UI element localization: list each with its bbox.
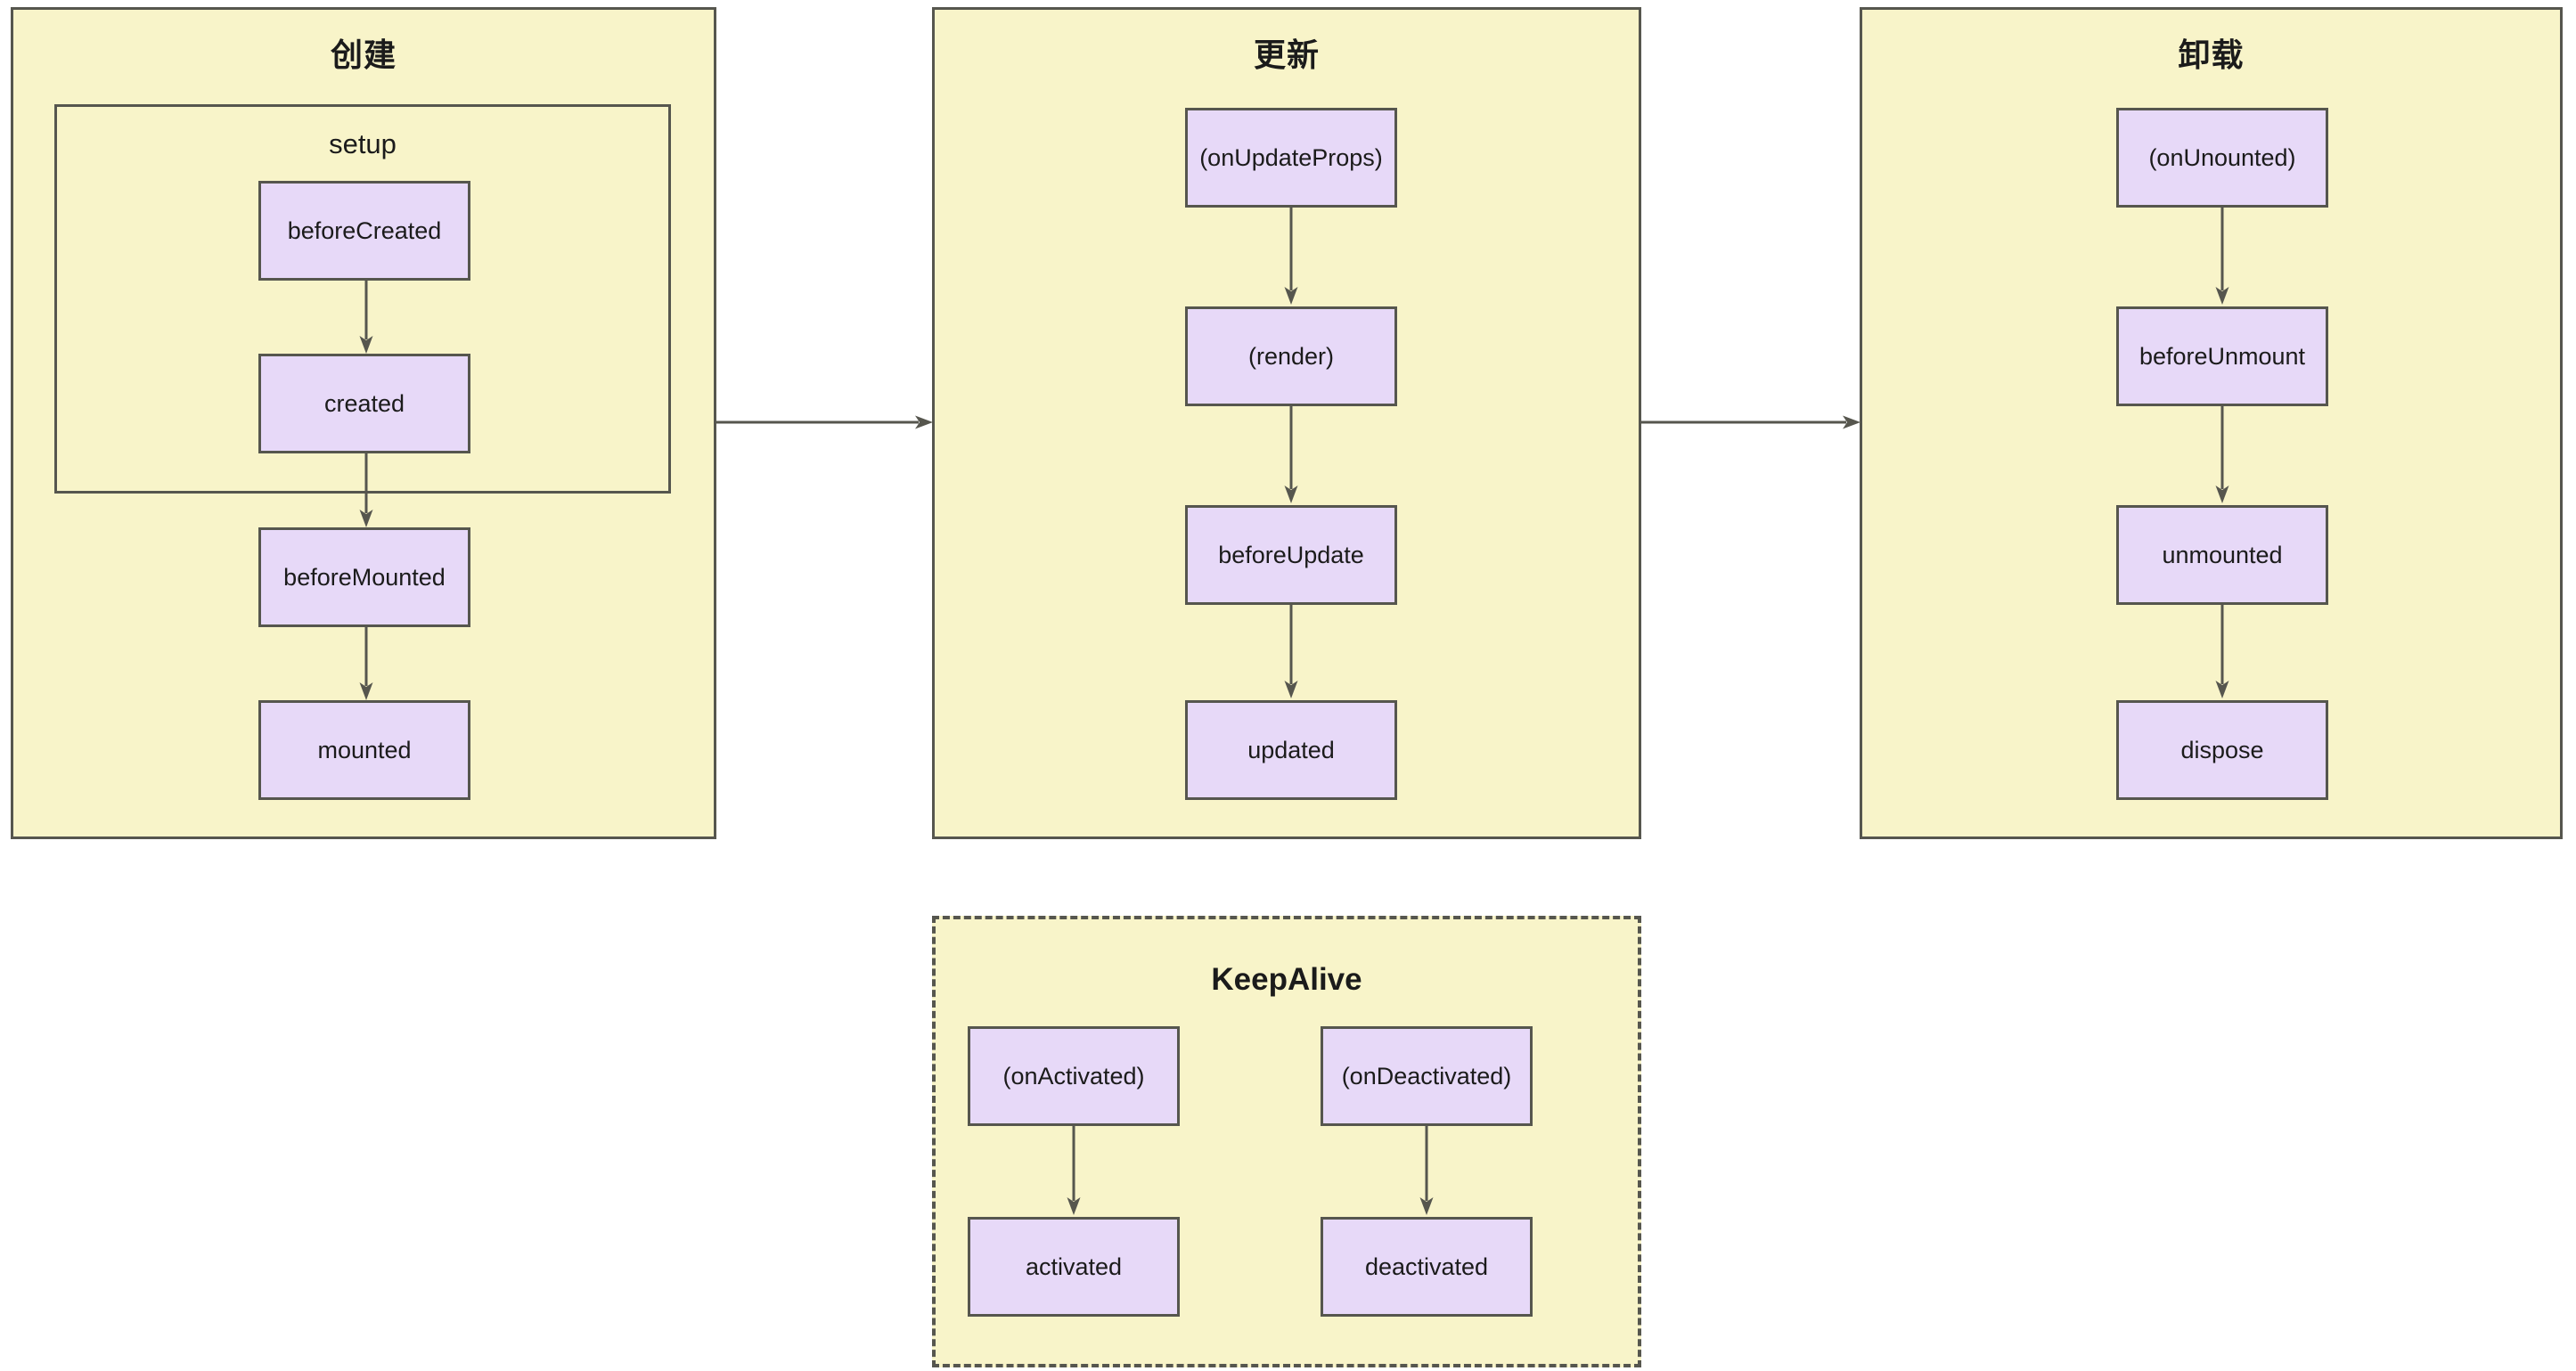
edge-onUpdateProps-to-render [1282, 208, 1300, 306]
node-beforeUpdate-label: beforeUpdate [1218, 541, 1364, 568]
node-unmounted[interactable]: unmounted [2116, 505, 2328, 605]
node-beforeUnmount-label: beforeUnmount [2138, 342, 2306, 370]
cluster-create[interactable]: 创建 setup beforeCreated created beforeMou… [11, 7, 716, 839]
edge-update-to-unmount [1641, 412, 1862, 433]
node-beforeCreated[interactable]: beforeCreated [258, 181, 470, 281]
node-onUnounted-label: (onUnounted) [2148, 143, 2296, 171]
node-beforeCreated-label: beforeCreated [287, 216, 442, 244]
cluster-keepalive-title: KeepAlive [1211, 962, 1362, 997]
node-unmounted-label: unmounted [2162, 541, 2283, 568]
cluster-update[interactable]: 更新 (onUpdateProps) (render) beforeUpdate… [932, 7, 1641, 839]
subcluster-setup-title: setup [329, 128, 397, 159]
node-onUpdateProps-label: (onUpdateProps) [1199, 143, 1383, 171]
cluster-update-title: 更新 [1253, 37, 1320, 73]
node-deactivated[interactable]: deactivated [1321, 1217, 1533, 1317]
edge-create-to-update [716, 412, 935, 433]
node-beforeUpdate[interactable]: beforeUpdate [1185, 505, 1397, 605]
edge-onDeactivated-to-deactivated [1418, 1126, 1435, 1217]
node-deactivated-label: deactivated [1364, 1253, 1489, 1280]
node-dispose[interactable]: dispose [2116, 700, 2328, 800]
edge-onActivated-to-activated [1065, 1126, 1083, 1217]
edge-beforeMounted-to-mounted [357, 627, 375, 702]
node-updated-label: updated [1247, 736, 1335, 763]
node-onDeactivated[interactable]: (onDeactivated) [1321, 1026, 1533, 1126]
node-render-label: (render) [1247, 342, 1335, 370]
edge-beforeUpdate-to-updated [1282, 605, 1300, 700]
node-mounted[interactable]: mounted [258, 700, 470, 800]
node-beforeMounted-label: beforeMounted [283, 563, 446, 591]
node-activated[interactable]: activated [968, 1217, 1180, 1317]
cluster-unmount[interactable]: 卸载 (onUnounted) beforeUnmount unmounted … [1860, 7, 2563, 839]
cluster-create-title: 创建 [330, 37, 397, 73]
edge-unmounted-to-dispose [2213, 605, 2231, 700]
node-onActivated-label: (onActivated) [1002, 1062, 1145, 1089]
node-created[interactable]: created [258, 354, 470, 453]
edge-onUnounted-to-beforeUnmount [2213, 208, 2231, 306]
node-activated-label: activated [1025, 1253, 1123, 1280]
node-render[interactable]: (render) [1185, 306, 1397, 406]
node-onActivated[interactable]: (onActivated) [968, 1026, 1180, 1126]
subcluster-setup[interactable]: setup [54, 104, 671, 494]
edge-created-to-beforeMounted [357, 453, 375, 529]
edge-beforeCreated-to-created [357, 281, 375, 355]
node-beforeUnmount[interactable]: beforeUnmount [2116, 306, 2328, 406]
node-updated[interactable]: updated [1185, 700, 1397, 800]
node-mounted-label: mounted [317, 736, 412, 763]
node-created-label: created [323, 389, 405, 417]
node-dispose-label: dispose [2180, 736, 2264, 763]
node-onUpdateProps[interactable]: (onUpdateProps) [1185, 108, 1397, 208]
edge-beforeUnmount-to-unmounted [2213, 406, 2231, 505]
edge-render-to-beforeUpdate [1282, 406, 1300, 505]
cluster-keepalive[interactable]: KeepAlive (onActivated) activated (onDea… [932, 916, 1641, 1367]
node-onDeactivated-label: (onDeactivated) [1341, 1062, 1512, 1089]
node-beforeMounted[interactable]: beforeMounted [258, 527, 470, 627]
cluster-unmount-title: 卸载 [2178, 37, 2245, 73]
node-onUnounted[interactable]: (onUnounted) [2116, 108, 2328, 208]
